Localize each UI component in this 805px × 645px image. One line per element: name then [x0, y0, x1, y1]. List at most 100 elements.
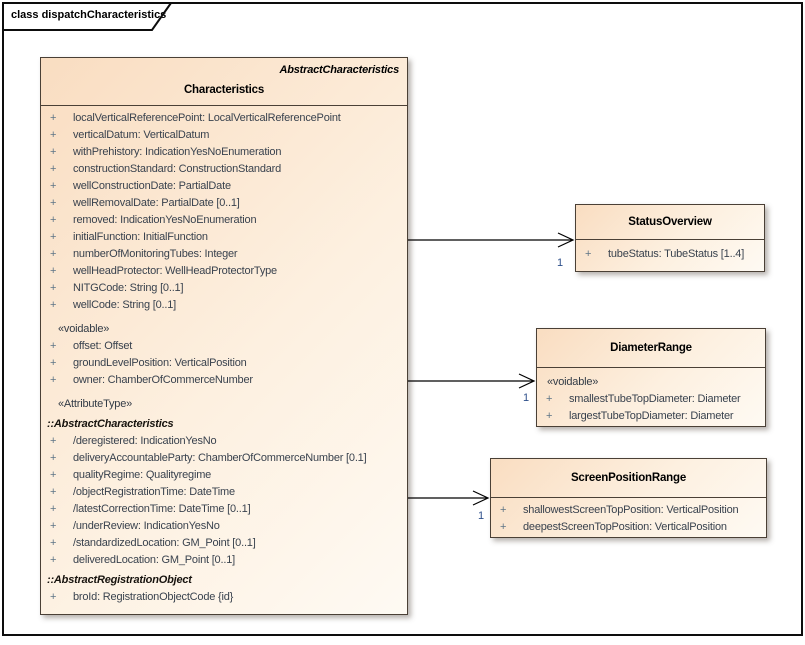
visibility-plus-marker: + [50, 435, 57, 447]
attribute-text: wellConstructionDate: PartialDate [73, 180, 231, 192]
class-name: StatusOverview [576, 205, 764, 240]
attribute-row: + NITGCode: String [0..1] [41, 280, 407, 297]
class-name: DiameterRange [537, 329, 765, 368]
attribute-row: + numberOfMonitoringTubes: Integer [41, 246, 407, 263]
visibility-plus-marker: + [546, 393, 553, 405]
attribute-row: + deepestScreenTopPosition: VerticalPosit… [491, 519, 766, 536]
visibility-plus-marker: + [50, 112, 57, 124]
attribute-text: groundLevelPosition: VerticalPosition [73, 357, 247, 369]
attribute-row: + constructionStandard: ConstructionStand… [41, 161, 407, 178]
attribute-text: deliveredLocation: GM_Point [0..1] [73, 554, 235, 566]
attribute-text: /underReview: IndicationYesNo [73, 520, 220, 532]
attribute-text: numberOfMonitoringTubes: Integer [73, 248, 238, 260]
attribute-row: + initialFunction: InitialFunction [41, 229, 407, 246]
visibility-plus-marker: + [546, 410, 553, 422]
visibility-plus-marker: + [50, 357, 57, 369]
classifier-row: ::AbstractCharacteristics [47, 418, 174, 430]
attribute-text: /latestCorrectionTime: DateTime [0..1] [73, 503, 251, 515]
attribute-text: broId: RegistrationObjectCode {id} [73, 591, 234, 603]
attribute-row: + wellCode: String [0..1] [41, 297, 407, 314]
attribute-row: + verticalDatum: VerticalDatum [41, 127, 407, 144]
attribute-text: constructionStandard: ConstructionStanda… [73, 163, 282, 175]
attribute-text: removed: IndicationYesNoEnumeration [73, 214, 257, 226]
attribute-text: NITGCode: String [0..1] [73, 282, 184, 294]
attribute-text: offset: Offset [73, 340, 133, 352]
attribute-text: localVerticalReferencePoint: LocalVertic… [73, 112, 341, 124]
attribute-text: withPrehistory: IndicationYesNoEnumerati… [73, 146, 282, 158]
class-members: + localVerticalReferencePoint: LocalVerti… [41, 106, 407, 606]
visibility-plus-marker: + [50, 486, 57, 498]
attribute-text: smallestTubeTopDiameter: Diameter [569, 393, 741, 405]
attribute-text: tubeStatus: TubeStatus [1..4] [608, 248, 745, 260]
attribute-row: + /underReview: IndicationYesNo [41, 518, 407, 535]
attribute-row: + /latestCorrectionTime: DateTime [0..1] [41, 501, 407, 518]
class-name: ScreenPositionRange [491, 459, 766, 498]
attribute-row: +/deregistered: IndicationYesNo [41, 433, 407, 450]
attribute-text: deepestScreenTopPosition: VerticalPositi… [523, 521, 727, 533]
attribute-text: /standardizedLocation: GM_Point [0..1] [73, 537, 256, 549]
attribute-row: + localVerticalReferencePoint: LocalVerti… [41, 110, 407, 127]
visibility-plus-marker: + [50, 554, 57, 566]
visibility-plus-marker: + [50, 503, 57, 515]
attribute-row: + offset: Offset [41, 338, 407, 355]
visibility-plus-marker: + [50, 282, 57, 294]
stereotype-row: «voidable» [547, 376, 599, 388]
attribute-row: +qualityRegime: Qualityregime [41, 467, 407, 484]
attribute-row: + wellHeadProtector: WellHeadProtectorTyp… [41, 263, 407, 280]
visibility-plus-marker: + [50, 452, 57, 464]
class-header: AbstractCharacteristics Characteristics [41, 58, 407, 106]
class-box-diameter-range: DiameterRange «voidable» + smallestTubeTop… [536, 328, 766, 427]
attribute-row: + wellConstructionDate: PartialDate [41, 178, 407, 195]
visibility-plus-marker: + [50, 265, 57, 277]
attribute-row: + wellRemovalDate: PartialDate [0..1] [41, 195, 407, 212]
visibility-plus-marker: + [50, 163, 57, 175]
attribute-text: wellHeadProtector: WellHeadProtectorType [73, 265, 277, 277]
attribute-row: + groundLevelPosition: VerticalPosition [41, 355, 407, 372]
visibility-plus-marker: + [50, 214, 57, 226]
class-box-status-overview: StatusOverview + tubeStatus: TubeStatus [… [575, 204, 765, 272]
attribute-text: wellCode: String [0..1] [73, 299, 177, 311]
visibility-plus-marker: + [50, 340, 57, 352]
attribute-row: +withPrehistory: IndicationYesNoEnumerat… [41, 144, 407, 161]
classifier-row: ::AbstractRegistrationObject [47, 574, 192, 586]
visibility-plus-marker: + [50, 374, 57, 386]
attribute-text: deliveryAccountableParty: ChamberOfComme… [73, 452, 367, 464]
attribute-text: initialFunction: InitialFunction [73, 231, 208, 243]
attribute-row: + largestTubeTopDiameter: Diameter [537, 408, 765, 425]
attribute-text: /objectRegistrationTime: DateTime [73, 486, 235, 498]
visibility-plus-marker: + [585, 248, 592, 260]
visibility-plus-marker: + [500, 521, 507, 533]
attribute-text: largestTubeTopDiameter: Diameter [569, 410, 734, 422]
class-members: + shallowestScreenTopPosition: VerticalPo… [491, 498, 766, 536]
visibility-plus-marker: + [50, 180, 57, 192]
attribute-row: + removed: IndicationYesNoEnumeration [41, 212, 407, 229]
visibility-plus-marker: + [50, 197, 57, 209]
stereotype-row: «AttributeType» [58, 398, 133, 410]
class-box-screen-position-range: ScreenPositionRange + shallowestScreenTop… [490, 458, 767, 538]
visibility-plus-marker: + [50, 469, 57, 481]
attribute-row: + /objectRegistrationTime: DateTime [41, 484, 407, 501]
visibility-plus-marker: + [500, 504, 507, 516]
visibility-plus-marker: + [50, 231, 57, 243]
attribute-row: + deliveryAccountableParty: ChamberOfComm… [41, 450, 407, 467]
class-members: «voidable» + smallestTubeTopDiameter: Diam… [537, 368, 765, 425]
visibility-plus-marker: + [50, 248, 57, 260]
attribute-text: wellRemovalDate: PartialDate [0..1] [73, 197, 240, 209]
visibility-plus-marker: + [50, 537, 57, 549]
visibility-plus-marker: + [50, 129, 57, 141]
visibility-plus-marker: + [50, 591, 57, 603]
class-header-stereotype: AbstractCharacteristics [279, 64, 399, 76]
attribute-row: + owner: ChamberOfCommerceNumber [41, 372, 407, 389]
visibility-plus-marker: + [50, 520, 57, 532]
visibility-plus-marker: + [50, 299, 57, 311]
attribute-text: verticalDatum: VerticalDatum [73, 129, 210, 141]
attribute-row: + broId: RegistrationObjectCode {id} [41, 589, 407, 606]
attribute-text: shallowestScreenTopPosition: VerticalPos… [523, 504, 739, 516]
attribute-row: + tubeStatus: TubeStatus [1..4] [576, 246, 764, 263]
class-members: + tubeStatus: TubeStatus [1..4] [576, 240, 764, 263]
attribute-row: + shallowestScreenTopPosition: VerticalPo… [491, 502, 766, 519]
diagram-title-tab: class dispatchCharacteristics [11, 9, 167, 21]
attribute-row: + smallestTubeTopDiameter: Diameter [537, 391, 765, 408]
attribute-text: owner: ChamberOfCommerceNumber [73, 374, 253, 386]
class-box-characteristics: AbstractCharacteristics Characteristics … [40, 57, 408, 615]
